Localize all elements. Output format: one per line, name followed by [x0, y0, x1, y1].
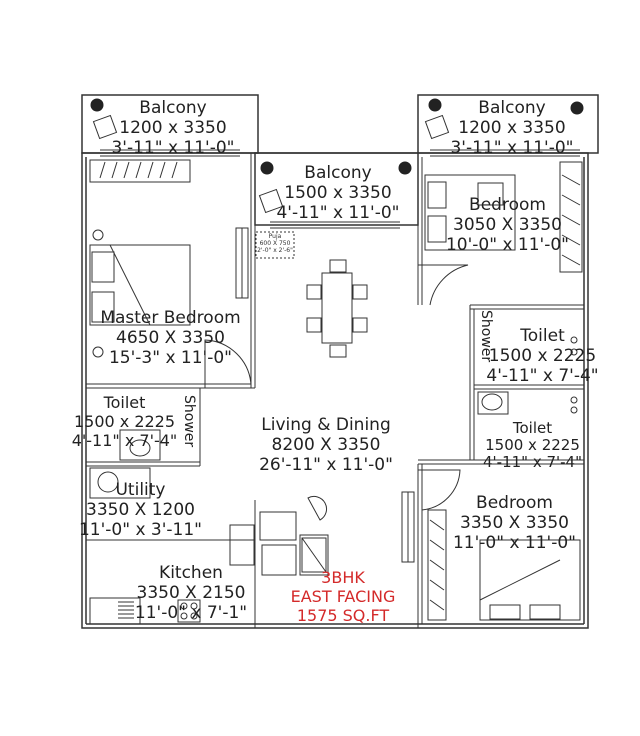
- kitchen-counter: [89, 597, 201, 625]
- plan-type: 3BHK: [321, 568, 365, 587]
- balcony-doors: [100, 149, 580, 229]
- interior-walls: [86, 153, 584, 628]
- room-name: Balcony: [478, 98, 546, 118]
- room-name: Living & Dining: [261, 415, 391, 435]
- room-imperial: 4'-11" x 7'-4": [71, 431, 178, 450]
- room-dims: 1500 x 3350: [284, 183, 392, 203]
- room-name: Utility: [115, 480, 166, 500]
- wardrobes: [89, 159, 583, 621]
- room-name: Kitchen: [159, 563, 223, 583]
- room-dims: 3050 X 3350: [453, 215, 562, 235]
- room-dims: 1500 x 2225: [73, 412, 176, 431]
- room-imperial: 15'-3" x 11'-0": [108, 348, 233, 368]
- shower-label-right: Shower: [478, 310, 494, 363]
- room-dims: 1500 x 2225: [488, 346, 597, 366]
- room-name: Master Bedroom: [100, 308, 241, 328]
- room-imperial: 3'-11" x 11'-0": [111, 138, 235, 158]
- room-label-master-bedroom: Master Bedroom 4650 X 3350 15'-3" x 11'-…: [88, 308, 253, 368]
- room-imperial: 11'-0" x 7'-1": [134, 603, 248, 623]
- room-dims: 3350 X 1200: [86, 500, 195, 520]
- room-name: Bedroom: [476, 493, 553, 513]
- room-label-bedroom-top: Bedroom 3050 X 3350 10'-0" x 11'-0": [440, 195, 575, 255]
- shower-label-left: Shower: [181, 395, 197, 448]
- sanitary-fixtures: [89, 229, 578, 499]
- room-dims: 3350 X 3350: [460, 513, 569, 533]
- room-label-living-dining: Living & Dining 8200 X 3350 26'-11" x 11…: [250, 415, 402, 475]
- room-name: Bedroom: [469, 195, 546, 215]
- puja-dims: 600 X 750: [259, 240, 291, 247]
- room-name: Balcony: [139, 98, 207, 118]
- windows: [235, 227, 415, 563]
- room-name: Balcony: [304, 163, 372, 183]
- room-label-balcony-left: Balcony 1200 x 3350 3'-11" x 11'-0": [103, 98, 243, 158]
- room-imperial: 3'-11" x 11'-0": [450, 138, 574, 158]
- room-imperial: 11'-0" x 3'-11": [78, 520, 203, 540]
- room-imperial: 4'-11" x 7'-4": [482, 453, 582, 471]
- room-imperial: 26'-11" x 11'-0": [259, 455, 393, 475]
- room-imperial: 4'-11" x 11'-0": [276, 203, 400, 223]
- room-name: Toilet: [103, 393, 146, 412]
- plan-facing: EAST FACING: [290, 587, 396, 606]
- dining-set: [306, 259, 368, 358]
- potted-plants: [90, 98, 584, 175]
- room-dims: 1200 x 3350: [458, 118, 566, 138]
- room-label-toilet-left: Toilet 1500 x 2225 4'-11" x 7'-4": [62, 393, 187, 450]
- balcony-chairs: [92, 114, 450, 214]
- puja-title: Puja: [268, 233, 282, 240]
- room-label-toilet-right-1: Toilet 1500 x 2225 4'-11" x 7'-4": [480, 326, 605, 386]
- room-imperial: 4'-11" x 7'-4": [486, 366, 599, 386]
- room-imperial: 11'-0" x 11'-0": [452, 533, 577, 553]
- room-label-balcony-right: Balcony 1200 x 3350 3'-11" x 11'-0": [442, 98, 582, 158]
- sofa-set: [229, 495, 329, 576]
- plan-summary: 3BHK EAST FACING 1575 SQ.FT: [270, 568, 416, 625]
- room-label-utility: Utility 3350 X 1200 11'-0" x 3'-11": [78, 480, 203, 540]
- room-label-toilet-right-2: Toilet 1500 x 2225 4'-11" x 7'-4": [470, 420, 595, 471]
- room-name: Toilet: [512, 419, 553, 437]
- beds: [89, 174, 581, 621]
- room-dims: 1200 x 3350: [119, 118, 227, 138]
- room-dims: 3350 X 2150: [136, 583, 246, 603]
- puja-label: Puja 600 X 750 2'-0" x 2'-6": [256, 233, 294, 254]
- room-label-balcony-center: Balcony 1500 x 3350 4'-11" x 11'-0": [268, 163, 408, 223]
- room-label-bedroom-bottom: Bedroom 3350 X 3350 11'-0" x 11'-0": [447, 493, 582, 553]
- room-dims: 8200 X 3350: [271, 435, 381, 455]
- door-swings: [204, 264, 469, 511]
- puja-imperial: 2'-0" x 2'-6": [257, 247, 293, 254]
- room-name: Toilet: [520, 326, 565, 346]
- room-dims: 4650 X 3350: [116, 328, 225, 348]
- room-dims: 1500 x 2225: [485, 436, 580, 454]
- plan-area: 1575 SQ.FT: [296, 606, 390, 625]
- room-label-kitchen: Kitchen 3350 X 2150 11'-0" x 7'-1": [126, 563, 256, 623]
- room-imperial: 10'-0" x 11'-0": [445, 235, 570, 255]
